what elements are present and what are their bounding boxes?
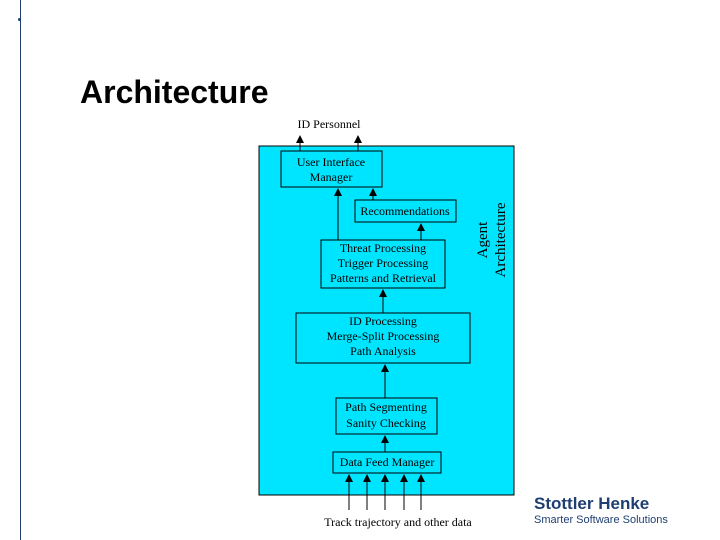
left-rule (20, 0, 21, 540)
side-label-line2: Architecture (493, 202, 509, 277)
slide-title: Architecture (80, 74, 269, 110)
id-personnel-label: ID Personnel (298, 117, 362, 131)
ui-manager-line2: Manager (310, 170, 353, 184)
path-segmenting-line1: Path Segmenting (345, 400, 427, 414)
logo-name: Stottler Henke (534, 494, 650, 513)
data-feed-manager-box (332, 451, 442, 474)
threat-line2: Trigger Processing (338, 256, 429, 270)
side-label-line1: Agent (475, 221, 491, 258)
recommendations-box (354, 199, 457, 223)
ui-manager-line1: User Interface (297, 155, 365, 169)
id-processing-line3: Path Analysis (350, 344, 416, 358)
threat-processing-box (320, 239, 446, 289)
ui-manager-box (280, 150, 383, 188)
threat-line1: Threat Processing (340, 241, 426, 255)
agent-architecture-side-label: Agent Architecture (475, 202, 509, 277)
bullet-dot (18, 18, 21, 21)
recommendations-label: Recommendations (360, 204, 450, 218)
data-feed-manager-label: Data Feed Manager (340, 455, 435, 469)
id-processing-line1: ID Processing (349, 314, 417, 328)
id-processing-line2: Merge-Split Processing (327, 329, 440, 343)
path-segmenting-line2: Sanity Checking (346, 416, 426, 430)
id-processing-box (295, 312, 471, 364)
path-segmenting-box (335, 397, 438, 435)
logo-tagline: Smarter Software Solutions (534, 514, 668, 526)
stottler-henke-logo: Stottler Henke Smarter Software Solution… (534, 494, 674, 527)
threat-line3: Patterns and Retrieval (330, 271, 437, 285)
track-trajectory-label: Track trajectory and other data (324, 515, 472, 529)
